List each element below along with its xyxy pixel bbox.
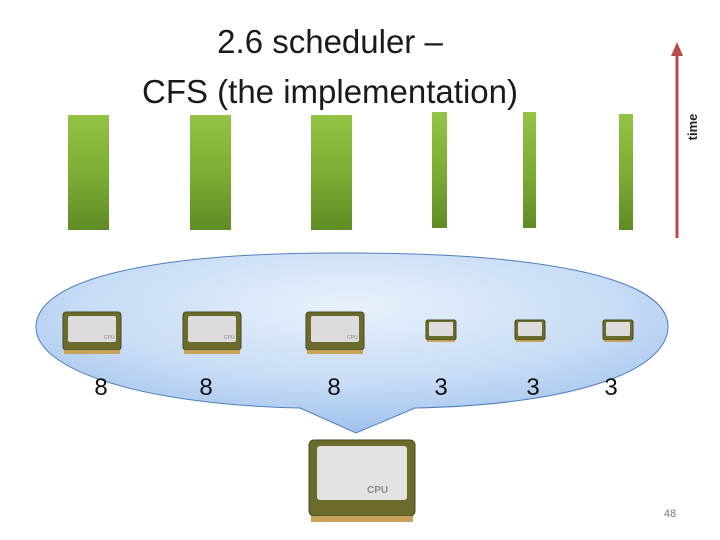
weight-label: 3 <box>526 374 540 401</box>
page-number: 48 <box>663 508 677 520</box>
time-arrow-icon <box>671 42 683 238</box>
weight-label: 3 <box>434 374 448 401</box>
cpu-icon-small <box>425 319 457 342</box>
cpu-chip-label: CPU <box>104 335 115 341</box>
time-bar-3 <box>311 115 352 230</box>
time-bar-1 <box>68 115 109 230</box>
slide-title-line2: CFS (the implementation) <box>142 73 518 110</box>
time-bar-5 <box>523 112 536 228</box>
cpu-chip-label: CPU <box>347 335 358 341</box>
weight-label: 3 <box>604 374 618 401</box>
cpu-chip-label: CPU <box>367 485 388 496</box>
weight-label: 8 <box>327 374 341 401</box>
cpu-icon: CPU <box>182 311 242 354</box>
cpu-icon: CPU <box>305 311 365 354</box>
cpu-icon: CPU <box>62 311 122 354</box>
time-bar-2 <box>190 115 231 230</box>
weight-label: 8 <box>199 374 213 401</box>
time-bar-6 <box>619 114 633 230</box>
cpu-chip-label: CPU <box>224 335 235 341</box>
cpu-icon-small <box>514 319 546 342</box>
weight-label: 8 <box>94 374 108 401</box>
cpu-icon-small <box>602 319 634 342</box>
slide-title-line1: 2.6 scheduler – <box>217 23 443 60</box>
time-bar-4 <box>432 112 447 228</box>
physical-cpu-icon: CPU <box>308 439 416 522</box>
